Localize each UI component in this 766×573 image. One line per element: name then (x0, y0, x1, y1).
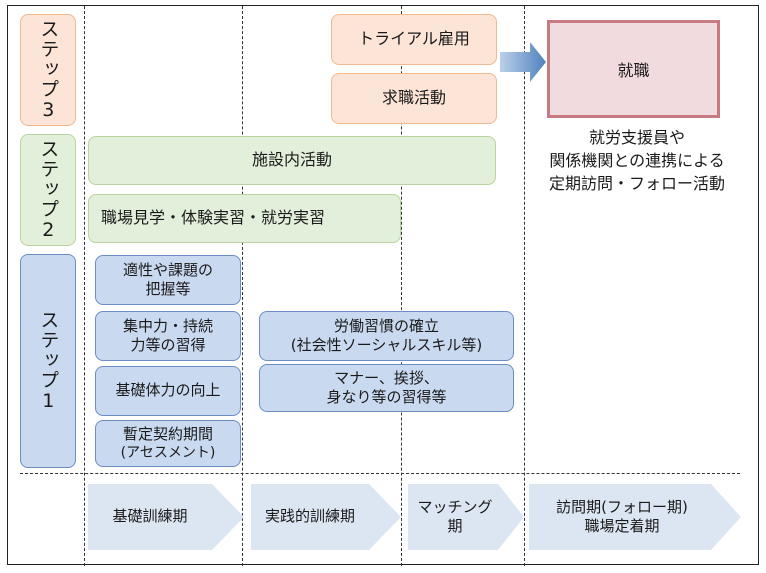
step1-text: ステップ1 (37, 309, 60, 413)
provisional-line-1: 暫定契約期間 (122, 424, 213, 443)
follow-up-line-2: 関係機関との連携による (549, 151, 725, 171)
work-habits-line-2: (社会性ソーシャルスキル等) (290, 336, 483, 354)
step2-text: ステップ2 (37, 138, 60, 242)
physical-strength-box: 基礎体力の向上 (95, 366, 241, 416)
in-facility-activity-box: 施設内活動 (88, 136, 496, 185)
phase-basic-text: 基礎訓練期 (112, 507, 188, 526)
diagram-frame (7, 5, 759, 565)
phase-matching: マッチング 期 (408, 484, 524, 550)
phase-matching-line-1: マッチング (417, 497, 493, 516)
provisional-line-2: (アセスメント) (120, 445, 216, 462)
step1-label: ステップ1 (20, 254, 76, 468)
physical-strength-text: 基礎体力の向上 (115, 381, 221, 400)
divider-4 (524, 6, 525, 566)
provisional-contract-box: 暫定契約期間 (アセスメント) (95, 420, 241, 467)
manners-line-2: 身なり等の習得等 (326, 388, 447, 406)
phase-visit-line-2: 職場定着期 (584, 517, 660, 535)
employment-box: 就職 (547, 20, 720, 118)
trial-employment-box: トライアル雇用 (331, 14, 497, 65)
employment-text: 就職 (617, 61, 650, 80)
phase-matching-label: マッチング 期 (408, 484, 502, 550)
work-habits-line-1: 労働習慣の確立 (333, 316, 439, 335)
phase-visit-line-1: 訪問期(フォロー期) (556, 497, 688, 516)
phase-visit-arrow (529, 484, 741, 550)
phase-practical-arrow (251, 484, 401, 550)
in-facility-activity-text: 施設内活動 (251, 150, 332, 170)
workplace-practice-box: 職場見学・体験実習・就労実習 (88, 194, 401, 243)
divider-3 (401, 6, 402, 566)
arrow-to-employment (500, 42, 546, 82)
step2-label: ステップ2 (20, 134, 76, 246)
job-search-text: 求職活動 (381, 88, 446, 108)
manners-box: マナー、挨拶、 身なり等の習得等 (259, 364, 514, 412)
phase-basic-arrow (88, 484, 244, 550)
step3-text: ステップ3 (37, 18, 60, 122)
workplace-practice-text: 職場見学・体験実習・就労実習 (101, 208, 326, 228)
phase-practical-text: 実践的訓練期 (264, 507, 355, 526)
phase-visit-follow: 訪問期(フォロー期) 職場定着期 (529, 484, 741, 550)
phase-practical-training: 実践的訓練期 (251, 484, 401, 550)
work-habits-box: 労働習慣の確立 (社会性ソーシャルスキル等) (259, 311, 514, 361)
follow-up-line-3: 定期訪問・フォロー活動 (548, 174, 725, 194)
phase-visit-label: 訪問期(フォロー期) 職場定着期 (529, 484, 715, 550)
trial-employment-text: トライアル雇用 (358, 29, 470, 49)
job-search-box: 求職活動 (331, 73, 497, 124)
divider-2 (242, 6, 243, 566)
concentration-line-2: 力等の習得 (130, 336, 206, 354)
manners-line-1: マナー、挨拶、 (334, 368, 439, 387)
phase-matching-line-2: 期 (447, 517, 463, 535)
divider-horizontal (20, 473, 740, 474)
divider-1 (84, 6, 85, 566)
follow-up-line-1: 就労支援員や (588, 128, 685, 147)
aptitude-line-1: 適性や課題の (122, 260, 213, 279)
aptitude-line-2: 把握等 (145, 280, 191, 298)
concentration-line-1: 集中力・持続 (122, 316, 213, 335)
aptitude-assessment-box: 適性や課題の 把握等 (95, 255, 241, 305)
phase-matching-arrow (408, 484, 524, 550)
phase-basic-training: 基礎訓練期 (88, 484, 244, 550)
concentration-box: 集中力・持続 力等の習得 (95, 311, 241, 361)
follow-up-description: 就労支援員や 関係機関との連携による 定期訪問・フォロー活動 (527, 126, 747, 196)
step3-label: ステップ3 (20, 14, 76, 126)
